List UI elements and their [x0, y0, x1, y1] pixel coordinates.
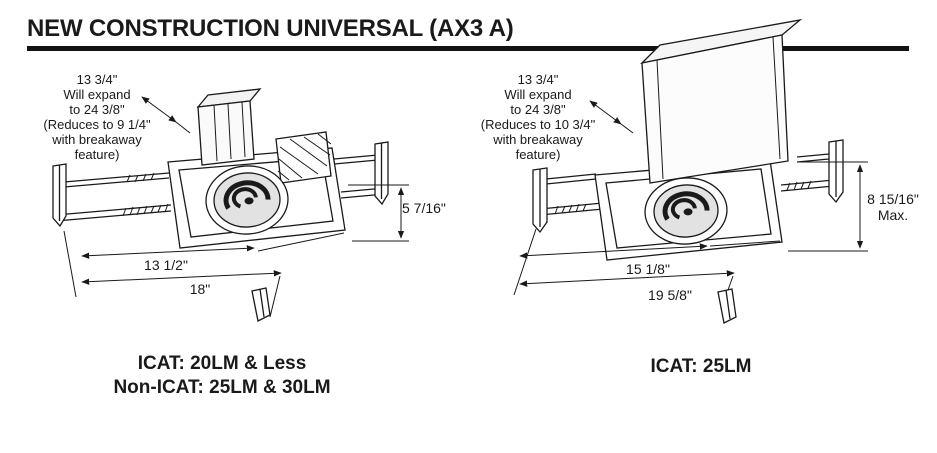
led-driver [275, 131, 332, 184]
expand-note-line: to 24 3/8" [69, 102, 125, 117]
page-title: NEW CONSTRUCTION UNIVERSAL (AX3 A) [27, 15, 514, 42]
expand-note-line: Will expand [63, 87, 131, 102]
expand-note-line: to 24 3/8" [510, 102, 566, 117]
expand-note-line: feature) [515, 147, 561, 162]
light-aperture [205, 165, 289, 235]
expand-note-line: with breakaway [493, 132, 583, 147]
dimension-lines [513, 100, 868, 296]
dimension-label-height-value: 8 15/16" [867, 191, 919, 207]
expand-note-right: 13 3/4" Will expand to 24 3/8" (Reduces … [462, 72, 614, 162]
mounting-bracket-right [374, 141, 389, 206]
dimension-label-outer-width-left: 18" [189, 281, 211, 297]
dimension-label-inner-width-left: 13 1/2" [144, 257, 188, 273]
expand-note-line: Will expand [504, 87, 572, 102]
expand-note-line: with breakaway [52, 132, 142, 147]
dimension-label-height-note: Max. [877, 207, 909, 223]
hanger-bars [55, 154, 386, 222]
nail-foot [251, 287, 271, 322]
title-rule [27, 46, 909, 51]
dimension-label-inner-width-right: 15 1/8" [626, 261, 670, 277]
expand-note-line: (Reduces to 10 3/4" [480, 117, 596, 132]
figure-caption-line: ICAT: 20LM & Less [137, 353, 307, 374]
expand-note-line: feature) [74, 147, 120, 162]
figure-caption-line: Non-ICAT: 25LM & 30LM [113, 377, 331, 398]
dimension-lines [63, 96, 409, 318]
junction-box [196, 88, 262, 166]
figure-caption-right: ICAT: 25LM [558, 355, 844, 379]
light-aperture [644, 177, 728, 245]
figure-caption-line: ICAT: 25LM [650, 356, 752, 377]
mounting-bracket-right [828, 139, 844, 204]
expand-note-line: 13 3/4" [517, 72, 559, 87]
expand-note-left: 13 3/4" Will expand to 24 3/8" (Reduces … [21, 72, 173, 162]
mounting-bracket-left [532, 167, 548, 234]
fixture-drawing-left [52, 88, 409, 322]
dimension-label-height-right: 8 15/16" Max. [856, 191, 930, 223]
expand-note-line: (Reduces to 9 1/4" [43, 117, 151, 132]
expand-note-line: 13 3/4" [76, 72, 118, 87]
nail-foot [717, 288, 737, 324]
dimension-label-outer-width-right: 19 5/8" [648, 287, 692, 303]
housing-box [640, 18, 803, 184]
dimension-label-height-left: 5 7/16" [402, 200, 446, 216]
figure-caption-left: ICAT: 20LM & Less Non-ICAT: 25LM & 30LM [60, 352, 384, 400]
fixture-drawing-right [513, 18, 868, 324]
hanger-bars [539, 153, 835, 216]
mounting-bracket-left [52, 163, 67, 228]
